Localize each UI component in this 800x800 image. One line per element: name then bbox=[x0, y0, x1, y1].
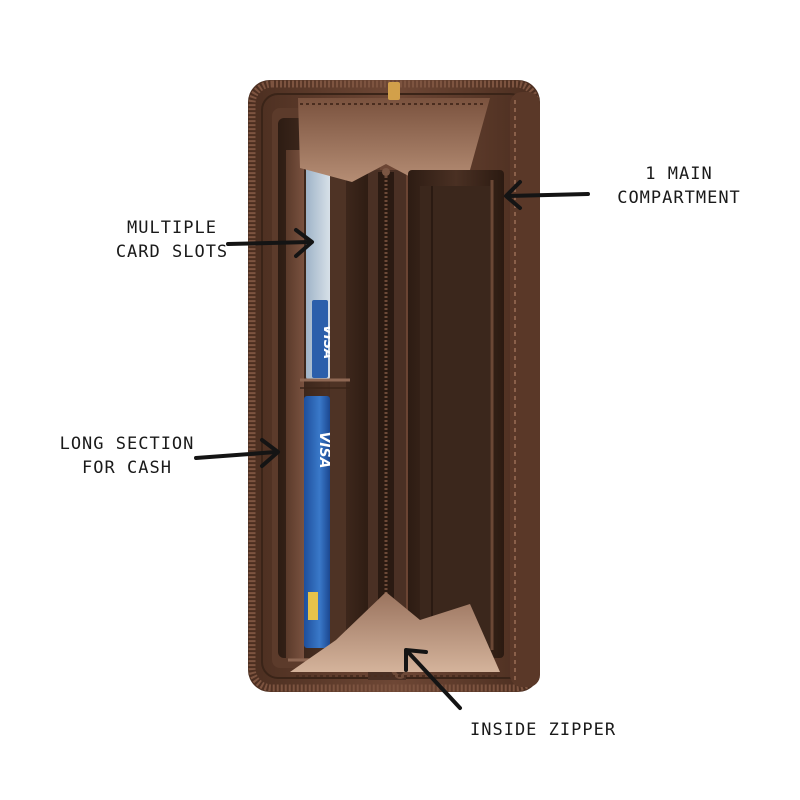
label-main-compartment: 1 MAIN COMPARTMENT bbox=[604, 162, 754, 210]
label-inside-zipper-line1: INSIDE ZIPPER bbox=[470, 720, 617, 740]
label-cash-section-line1: LONG SECTION bbox=[59, 434, 195, 454]
card-brand-lower: VISA bbox=[316, 432, 332, 469]
label-main-compartment-line2: COMPARTMENT bbox=[617, 188, 741, 208]
label-card-slots-line1: MULTIPLE bbox=[127, 218, 217, 238]
arrow-main-compartment bbox=[504, 180, 590, 210]
label-card-slots-line2: CARD SLOTS bbox=[115, 242, 229, 262]
label-cash-section-line2: FOR CASH bbox=[82, 458, 172, 478]
arrow-card-slots bbox=[226, 228, 314, 258]
label-inside-zipper: INSIDE ZIPPER bbox=[470, 718, 617, 742]
arrow-cash-section bbox=[194, 438, 280, 468]
arrow-inside-zipper bbox=[404, 648, 462, 710]
card-slots: VISA VISA bbox=[286, 140, 372, 662]
top-gusset bbox=[298, 82, 490, 182]
bottom-gusset bbox=[290, 592, 500, 677]
label-card-slots: MULTIPLE CARD SLOTS bbox=[108, 216, 236, 264]
card-lower bbox=[304, 396, 330, 648]
top-zipper-pull bbox=[388, 82, 400, 100]
label-main-compartment-line1: 1 MAIN bbox=[645, 164, 713, 184]
main-compartment bbox=[408, 170, 504, 658]
annotation-arrows bbox=[194, 180, 590, 710]
label-cash-section: LONG SECTION FOR CASH bbox=[52, 432, 202, 480]
